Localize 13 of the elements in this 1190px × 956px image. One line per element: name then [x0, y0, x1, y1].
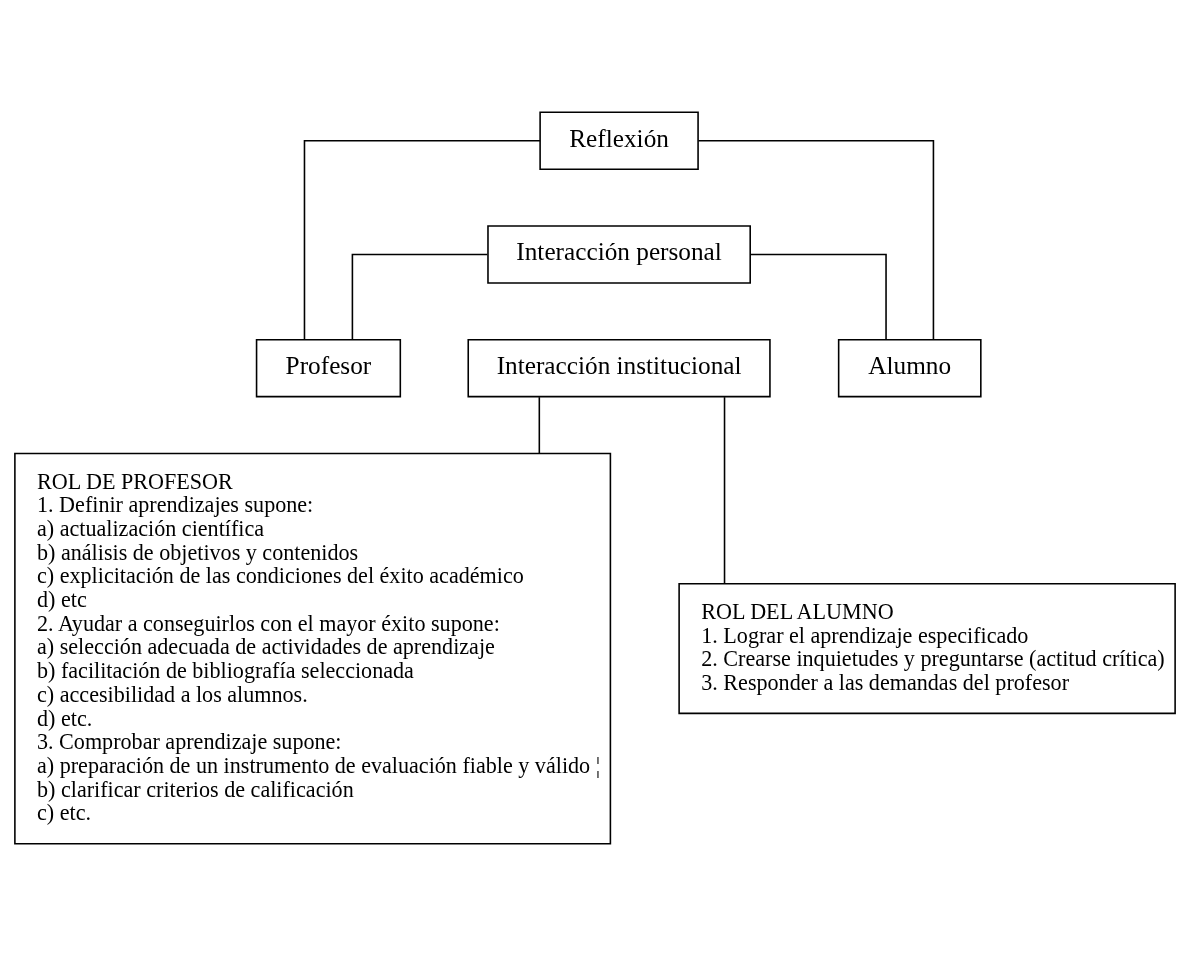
connector: [303, 139, 541, 341]
connector: [538, 396, 541, 454]
connector: [697, 139, 935, 341]
connector: [723, 396, 726, 585]
node-box: Reflexión: [539, 111, 699, 170]
node-box: Interacción institucional: [467, 339, 771, 398]
connector: [749, 253, 887, 341]
node-box: Interacción personal: [487, 225, 751, 284]
connector: [351, 253, 489, 341]
node-box: Profesor: [255, 339, 402, 398]
node-box: ROL DE PROFESOR 1. Definir aprendizajes supone: a) actualización científica b) análisis de objetivos y contenidos c) explicitación de las condiciones del éxito académico d) etc 2. Ayudar a conseguirlos con el mayor éxito supone: a) selección adecuada de actividades de aprendizaje b) facilitación de bibliografía seleccionada c) accesibilidad a los alumnos. d) etc. 3. Comprobar aprendizaje supone: a) preparación de un instrumento de evaluación fiable y válido ¦ b) clarificar criterios de calificación c) etc.: [14, 452, 612, 845]
node-box: ROL DEL ALUMNO 1. Lograr el aprendizaje especificado 2. Crearse inquietudes y preguntarse (actitud crítica) 3. Responder a las demandas del profesor: [678, 583, 1176, 715]
node-box: Alumno: [837, 339, 982, 398]
